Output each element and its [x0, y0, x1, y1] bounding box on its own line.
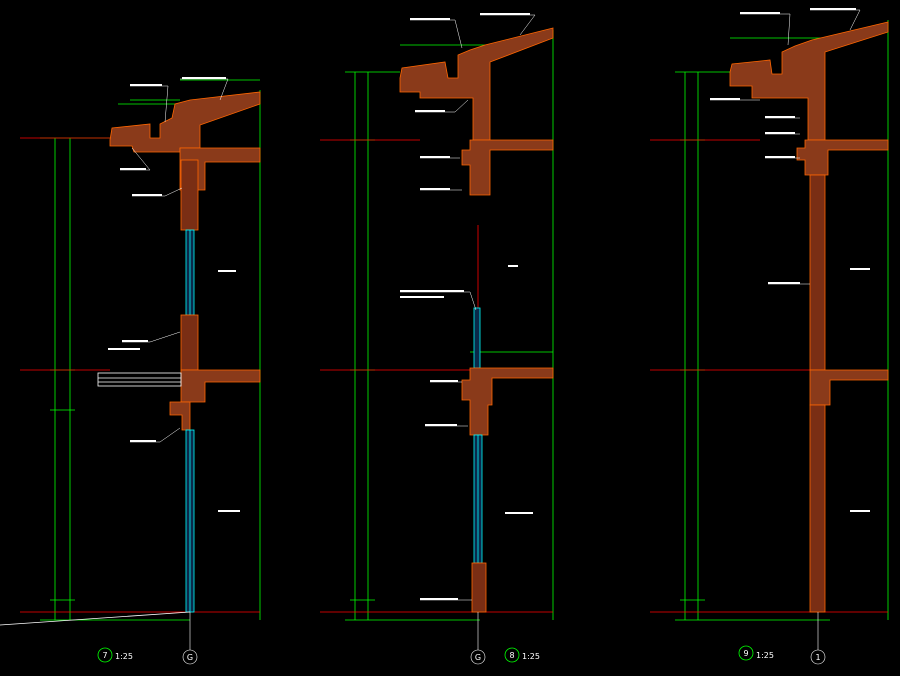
- detail-8: G 8 1:25: [320, 13, 554, 665]
- detail-9-title-number: 9: [743, 649, 748, 658]
- detail-8-lower-wall: [471, 562, 487, 613]
- detail-7-mid-wall: [180, 314, 199, 371]
- detail-7: G 7 1:25: [0, 77, 261, 665]
- detail-7-slab: [179, 147, 261, 191]
- detail-9-title-scale: 1:25: [756, 651, 774, 660]
- detail-9-roof-parapet: [729, 21, 889, 141]
- detail-8-level-lines: [320, 139, 553, 613]
- detail-8-dimension-chain: [345, 30, 554, 621]
- detail-7-title-scale: 1:25: [115, 652, 133, 661]
- detail-7-balcony-railing: [97, 372, 182, 387]
- detail-9-wall-lower: [809, 404, 826, 613]
- detail-8-upper-slab: [461, 139, 554, 196]
- detail-7-title-bubble: [97, 647, 113, 663]
- detail-8-mid-slab: [461, 367, 554, 436]
- detail-8-title-scale: 1:25: [522, 652, 540, 661]
- detail-9-axis-label: 1: [815, 653, 820, 662]
- detail-7-axis-label: G: [187, 653, 193, 662]
- detail-7-ground-line: [0, 611, 191, 626]
- detail-7-level-lines: [20, 137, 260, 613]
- detail-9-dimension-chain: [675, 20, 889, 621]
- detail-8-upper-glazing: [473, 307, 481, 369]
- detail-9-axis: [810, 612, 826, 665]
- detail-9-note-marks: [710, 8, 870, 512]
- detail-8-title-number: 8: [509, 651, 514, 660]
- detail-7-upper-glazing: [185, 229, 195, 316]
- detail-9-wall-full: [809, 174, 826, 371]
- detail-8-title-bubble: [504, 647, 520, 663]
- detail-8-axis: [470, 612, 486, 665]
- detail-7-title-number: 7: [102, 651, 107, 660]
- detail-7-sill-detail: [169, 401, 191, 431]
- detail-7-roof-parapet: [109, 91, 261, 153]
- detail-8-axis-label: G: [475, 653, 481, 662]
- detail-8-note-marks: [400, 13, 533, 600]
- detail-7-dimension-chain: [40, 79, 261, 621]
- detail-9-upper-slab: [796, 139, 889, 176]
- detail-7-upper-wall: [180, 159, 199, 231]
- detail-7-axis: [182, 612, 198, 665]
- detail-8-lower-glazing: [473, 434, 483, 564]
- detail-8-roof-parapet: [399, 27, 554, 141]
- detail-9: 1 9 1:25: [650, 8, 889, 665]
- detail-7-lower-glazing: [185, 429, 195, 613]
- detail-7-note-marks: [108, 77, 240, 512]
- detail-9-level-lines: [650, 139, 888, 613]
- detail-9-title-bubble: [738, 645, 754, 661]
